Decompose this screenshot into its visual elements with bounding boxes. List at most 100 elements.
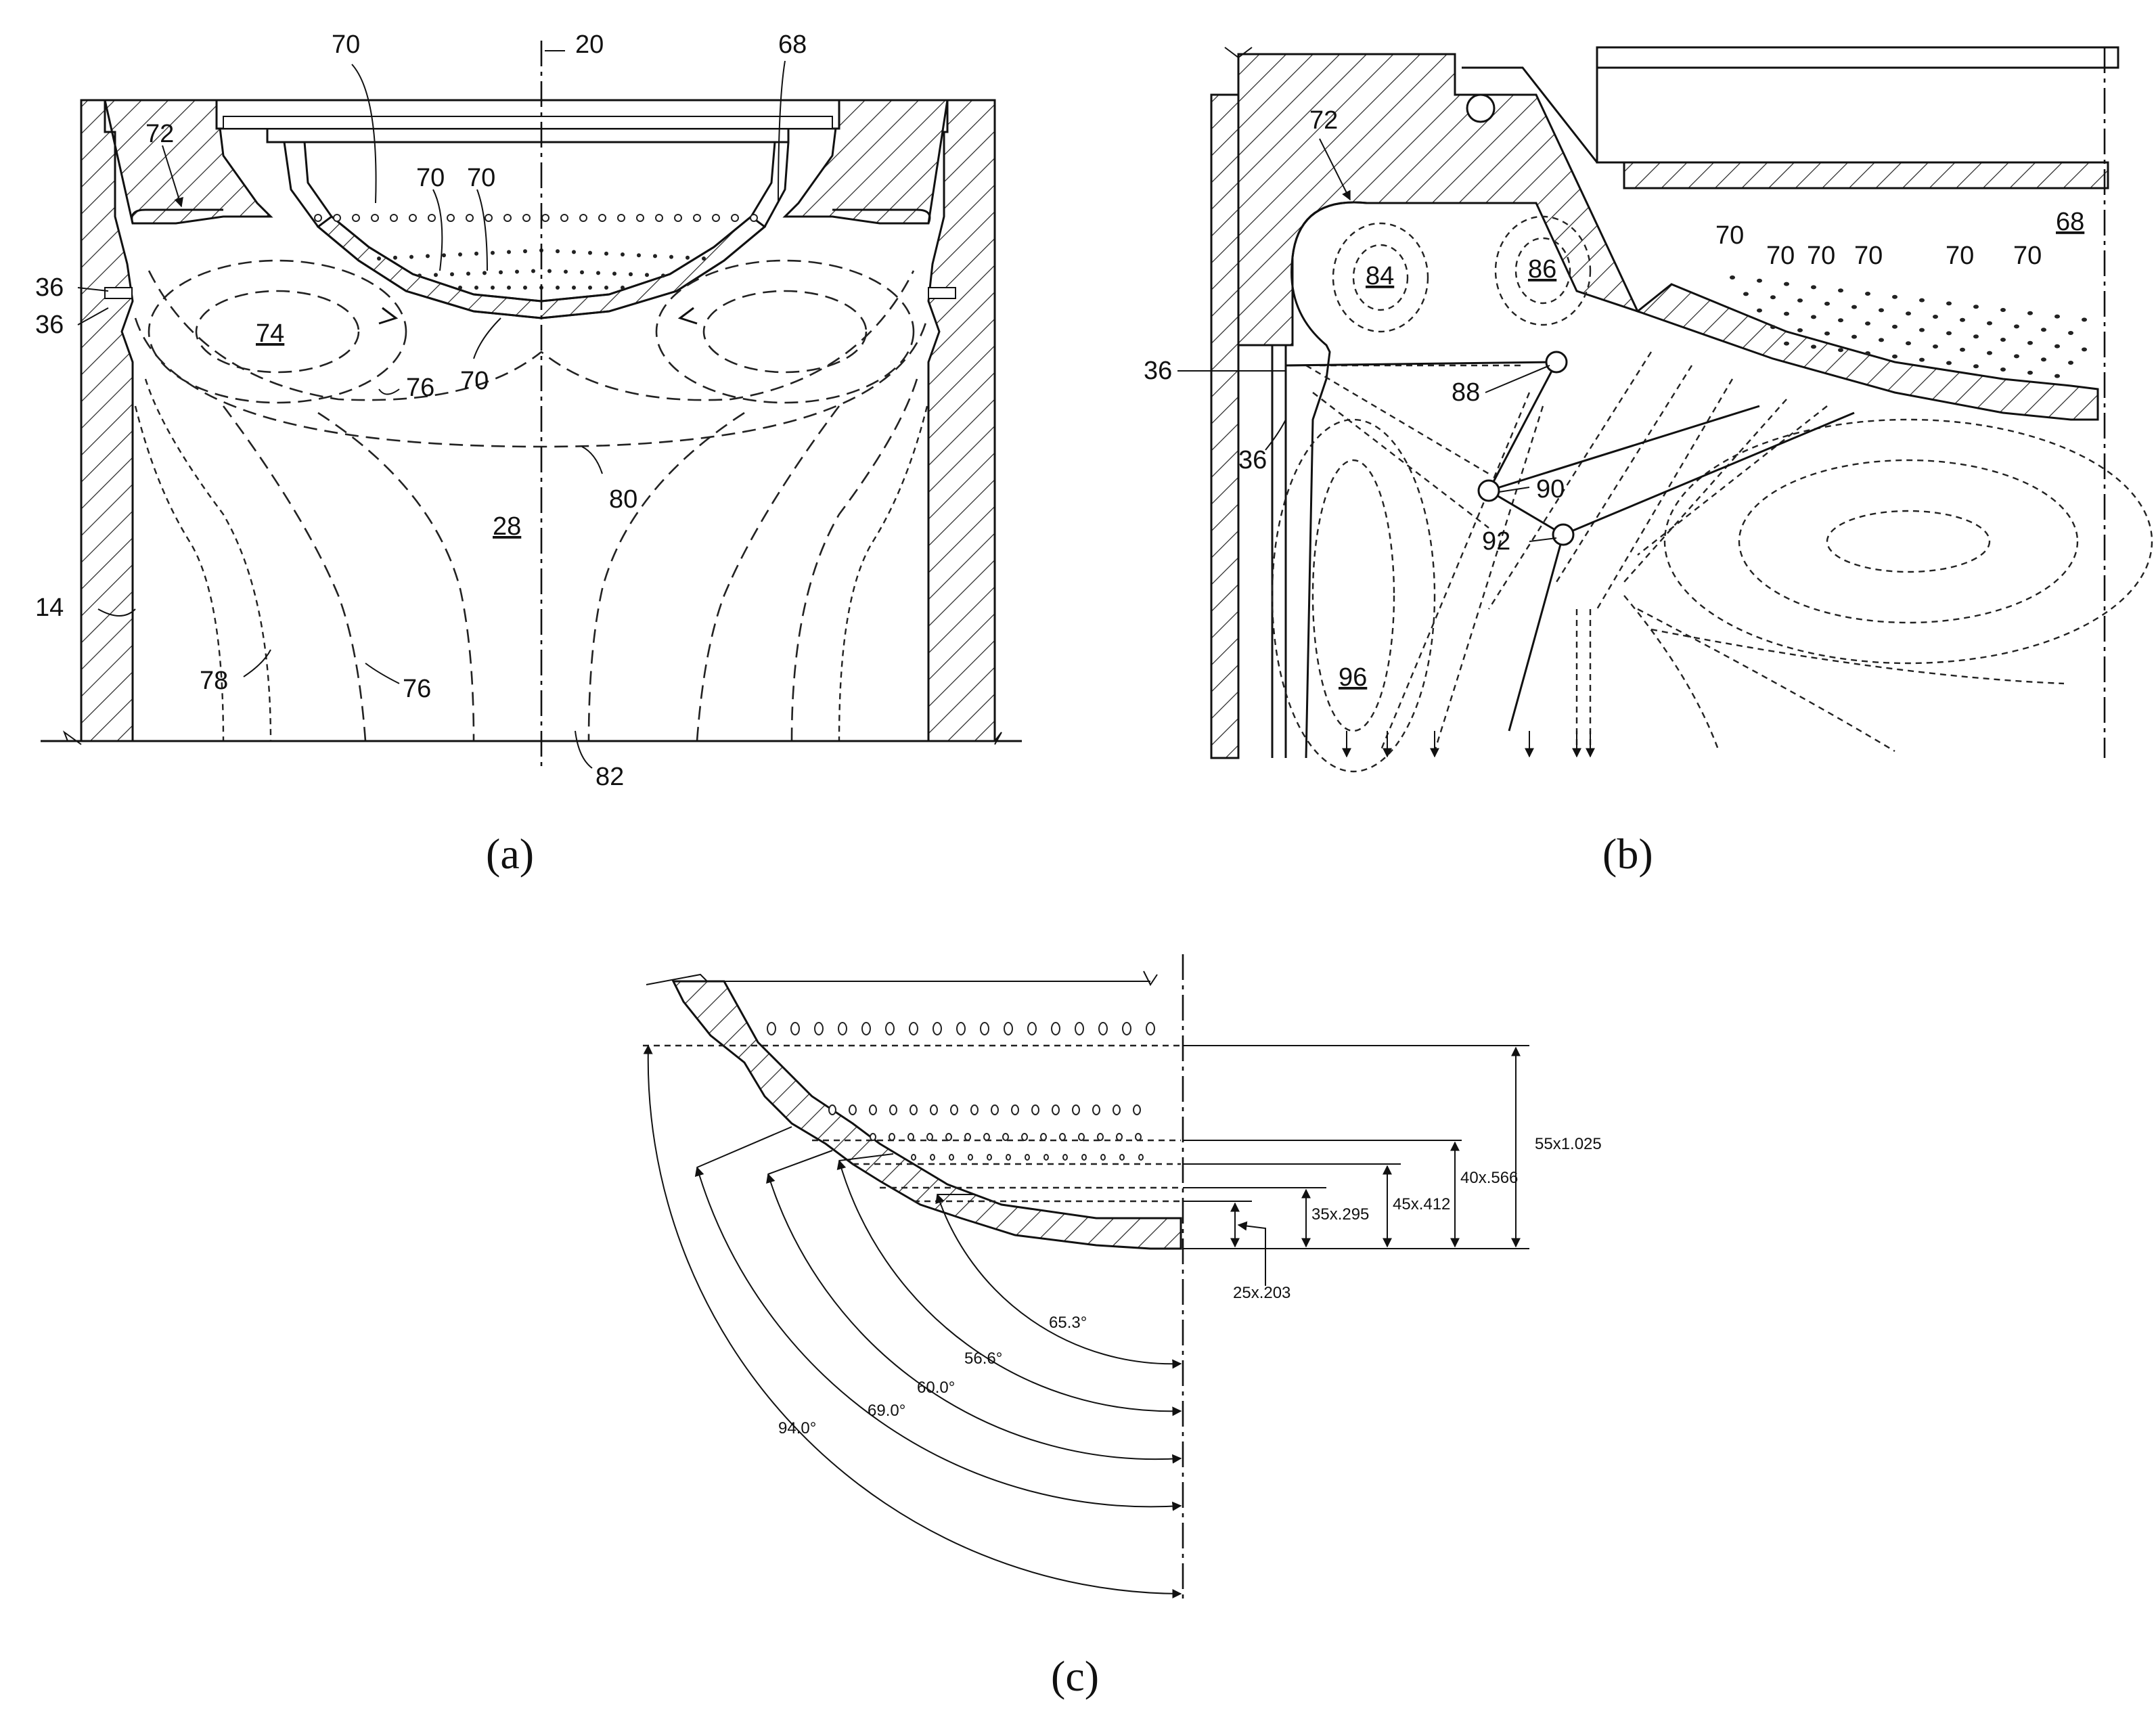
- hole: [314, 214, 322, 222]
- hole: [1743, 292, 1749, 296]
- hole: [466, 214, 474, 222]
- hole: [645, 273, 649, 277]
- hole: [838, 1022, 847, 1035]
- flow-lines-b: [1271, 215, 2153, 773]
- c-angle-arcs: [643, 1044, 1182, 1599]
- hole: [1987, 321, 1992, 326]
- hole: [604, 251, 608, 256]
- label-a-28: 28: [493, 512, 521, 541]
- hole: [1025, 1154, 1030, 1161]
- b-top-plate: [1623, 161, 2109, 189]
- hole: [750, 214, 758, 222]
- panel-a: 70 20 68 72 70 70 36 36 74 76 70 80 28 1…: [35, 30, 1022, 878]
- hole: [1892, 354, 1897, 359]
- hole: [2027, 311, 2033, 315]
- c-dome: [671, 980, 1182, 1250]
- hole: [499, 270, 503, 275]
- b-holes: [1730, 275, 2087, 378]
- label-a-78: 78: [200, 667, 228, 695]
- hole: [861, 1022, 871, 1035]
- hole: [409, 214, 417, 222]
- label-b-70-6: 70: [2013, 242, 2042, 270]
- dim-55: 55x1.025: [1535, 1135, 1602, 1153]
- hole: [1919, 298, 1925, 303]
- hole: [588, 286, 592, 290]
- hole: [556, 249, 560, 254]
- hole: [617, 214, 625, 222]
- liner-a: [131, 208, 931, 224]
- hole: [1960, 317, 1965, 322]
- dim-25: 25x.203: [1233, 1284, 1290, 1302]
- label-a-76-upper: 76: [406, 374, 434, 402]
- hole: [1100, 1154, 1106, 1161]
- label-b-96: 96: [1339, 663, 1367, 692]
- hole: [712, 214, 720, 222]
- hole: [1059, 1133, 1066, 1141]
- hole: [1797, 298, 1803, 303]
- hole: [1072, 1104, 1080, 1115]
- hole: [889, 1133, 895, 1141]
- hole: [1851, 305, 1857, 309]
- hole: [588, 250, 592, 255]
- hole: [1879, 338, 1884, 342]
- hole: [767, 1022, 776, 1035]
- hole: [1865, 321, 1870, 326]
- hole: [428, 214, 436, 222]
- label-a-68: 68: [778, 30, 807, 59]
- hole: [447, 214, 455, 222]
- b-points: [1285, 351, 1855, 732]
- hole: [909, 1104, 918, 1115]
- label-b-70-1: 70: [1715, 221, 1744, 250]
- hole: [693, 214, 701, 222]
- c-dimension-lines: [1183, 1045, 1529, 1286]
- hole: [869, 1104, 877, 1115]
- hole: [655, 214, 663, 222]
- hole: [426, 254, 430, 259]
- hole: [621, 286, 625, 290]
- hole: [1146, 1022, 1155, 1035]
- hole: [612, 271, 616, 276]
- hole: [1119, 1154, 1125, 1161]
- hole: [474, 251, 478, 256]
- hole: [1006, 1154, 1011, 1161]
- label-b-90: 90: [1536, 475, 1565, 504]
- hole: [1865, 351, 1870, 355]
- hole: [377, 256, 381, 261]
- hole: [686, 255, 690, 260]
- hole: [458, 252, 462, 256]
- hole: [1133, 1104, 1141, 1115]
- label-b-70-5: 70: [1946, 242, 1974, 270]
- b-bottom-arrows: [1342, 731, 1595, 758]
- hole: [930, 1104, 938, 1115]
- label-b-72: 72: [1309, 106, 1338, 135]
- hole: [1973, 334, 1979, 339]
- hole: [1138, 1154, 1144, 1161]
- caption-b: (b): [1602, 830, 1653, 878]
- hole: [1122, 1022, 1131, 1035]
- label-a-76-lower: 76: [403, 675, 431, 703]
- label-a-36-upper: 36: [35, 273, 64, 302]
- hole: [580, 270, 584, 275]
- hole: [1784, 282, 1789, 286]
- label-a-70-top: 70: [332, 30, 360, 59]
- leaders-b: [1177, 138, 1557, 542]
- b-dome: [1635, 283, 2099, 421]
- hole: [2054, 374, 2060, 378]
- hole: [466, 271, 470, 276]
- label-a-14: 14: [35, 594, 64, 622]
- hole: [1081, 1154, 1087, 1161]
- hole: [1116, 1133, 1123, 1141]
- hole: [2041, 328, 2046, 332]
- hole: [560, 214, 568, 222]
- hole: [2054, 344, 2060, 349]
- hole: [1730, 275, 1735, 280]
- label-b-88: 88: [1452, 378, 1480, 407]
- hole: [458, 286, 462, 290]
- hole: [1027, 1022, 1037, 1035]
- hole: [1946, 361, 1952, 365]
- label-a-74: 74: [256, 319, 284, 348]
- hole: [889, 1104, 897, 1115]
- hole: [909, 1022, 918, 1035]
- labels-c: 55x1.025 40x.566 45x.412 35x.295 25x.203…: [778, 1135, 1602, 1437]
- hole: [945, 1133, 952, 1141]
